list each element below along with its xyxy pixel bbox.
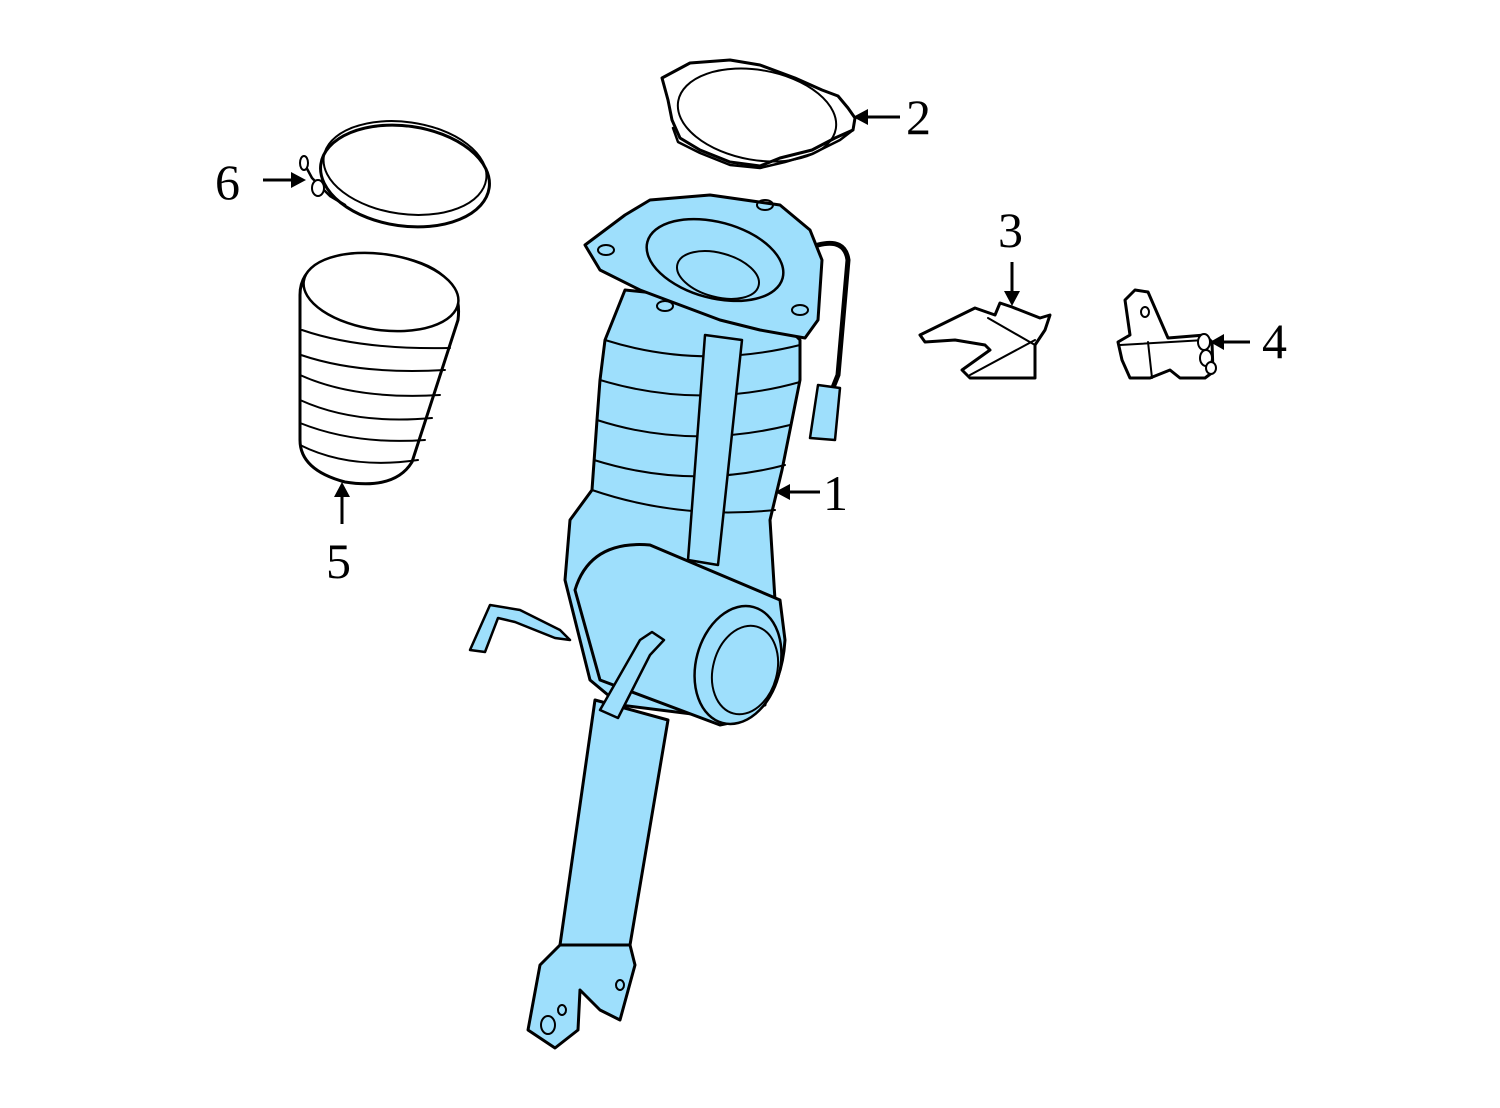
callout-label-3: 3 xyxy=(998,202,1023,258)
callout-arrow-1 xyxy=(775,484,820,500)
dust-boot[interactable] xyxy=(298,244,463,486)
callout-label-1: 1 xyxy=(823,465,848,521)
strut-assembly[interactable] xyxy=(468,193,851,1050)
bracket-3[interactable] xyxy=(918,301,1052,380)
callout-label-6: 6 xyxy=(215,154,240,210)
callout-label-5: 5 xyxy=(326,533,351,589)
callout-arrow-6 xyxy=(263,172,306,188)
callout-arrow-3 xyxy=(1004,262,1020,306)
upper-mount-plate[interactable] xyxy=(660,57,857,173)
callout-arrow-2 xyxy=(853,109,900,125)
callout-arrow-4 xyxy=(1210,334,1250,350)
callout-arrow-5 xyxy=(334,482,350,524)
clamp-ring[interactable] xyxy=(299,111,496,237)
callout-label-4: 4 xyxy=(1262,313,1287,369)
callout-label-2: 2 xyxy=(906,89,931,145)
bracket-4[interactable] xyxy=(1116,288,1217,380)
